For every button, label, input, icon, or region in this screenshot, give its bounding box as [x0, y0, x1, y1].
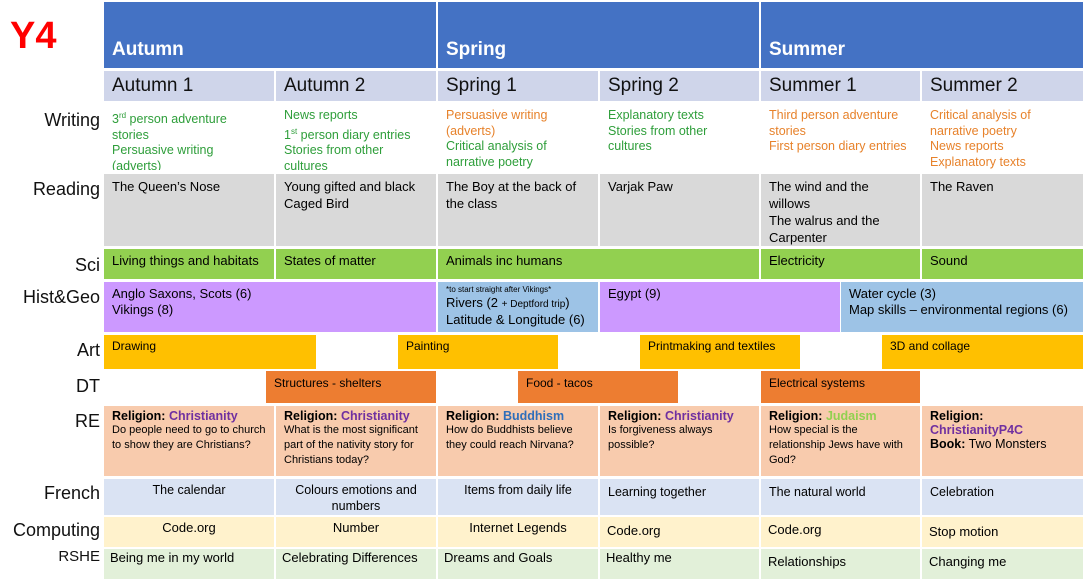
term-header-autumn-1: Autumn 1 — [104, 71, 274, 101]
re-summer-2: Religion: ChristianityP4C Book: Two Mons… — [922, 406, 1083, 476]
computing-spring-2: Code.org — [600, 517, 759, 547]
science-autumn-1: Living things and habitats — [104, 249, 274, 279]
dt-electrical: Electrical systems — [761, 371, 920, 403]
page-title: Y4 — [10, 15, 57, 57]
histgeo-autumn: Anglo Saxons, Scots (6) Vikings (8) — [104, 282, 436, 332]
rshe-spring-2: Healthy me — [600, 549, 759, 579]
term-header-spring-1: Spring 1 — [438, 71, 598, 101]
french-spring-2: Learning together — [600, 479, 759, 515]
computing-autumn-1: Code.org — [104, 517, 274, 547]
term-header-autumn-2: Autumn 2 — [276, 71, 436, 101]
computing-summer-2: Stop motion — [922, 517, 1083, 547]
row-label-rshe: RSHE — [58, 548, 100, 565]
histgeo-spring-2: Egypt (9) — [600, 282, 840, 332]
art-printmaking: Printmaking and textiles — [640, 335, 800, 369]
term-header-spring-2: Spring 2 — [600, 71, 759, 101]
writing-autumn-1: 3rd person adventure stories Persuasive … — [112, 111, 227, 170]
re-autumn-2: Religion: Christianity What is the most … — [276, 406, 436, 476]
re-spring-2: Religion: Christianity Is forgiveness al… — [600, 406, 759, 476]
french-spring-1: Items from daily life — [438, 479, 598, 515]
computing-summer-1: Code.org — [761, 517, 920, 547]
histgeo-spring-1: *to start straight after Vikings* Rivers… — [438, 282, 598, 332]
dt-structures: Structures - shelters — [266, 371, 436, 403]
writing-summer-1: Third person adventure stories First per… — [769, 108, 907, 153]
reading-spring-1: The Boy at the back of the class — [438, 174, 598, 246]
row-label-histgeo: Hist&Geo — [22, 287, 100, 307]
row-label-reading: Reading — [32, 179, 100, 199]
rshe-autumn-2: Celebrating Differences — [276, 549, 436, 579]
season-header-spring: Spring — [438, 2, 759, 68]
computing-spring-1: Internet Legends — [438, 517, 598, 547]
row-label-computing: Computing — [12, 520, 100, 540]
season-header-summer: Summer — [761, 2, 1083, 68]
row-label-sci: Sci — [74, 255, 100, 275]
computing-autumn-2: Number — [276, 517, 436, 547]
french-autumn-1: The calendar — [104, 479, 274, 515]
row-label-re: RE — [74, 411, 100, 431]
histgeo-summer: Water cycle (3) Map skills – environment… — [841, 282, 1083, 332]
writing-spring-1: Persuasive writing (adverts) Critical an… — [446, 108, 548, 169]
rshe-spring-1: Dreams and Goals — [438, 549, 598, 579]
french-autumn-2: Colours emotions and numbers — [276, 479, 436, 515]
writing-spring-2: Explanatory texts Stories from other cul… — [608, 108, 708, 153]
reading-spring-2: Varjak Paw — [600, 174, 759, 246]
row-label-art: Art — [76, 340, 100, 360]
re-spring-1: Religion: Buddhism How do Buddhists beli… — [438, 406, 598, 476]
science-summer-1: Electricity — [761, 249, 920, 279]
reading-autumn-1: The Queen’s Nose — [104, 174, 274, 246]
french-summer-1: The natural world — [761, 479, 920, 515]
writing-summer-2: Critical analysis of narrative poetry Ne… — [930, 108, 1031, 169]
re-autumn-1: Religion: Christianity Do people need to… — [104, 406, 274, 476]
rshe-summer-2: Changing me — [922, 549, 1083, 579]
art-painting: Painting — [398, 335, 558, 369]
writing-autumn-2: News reports 1st person diary entries St… — [284, 108, 411, 170]
row-label-french: French — [43, 483, 100, 503]
re-summer-1: Religion: Judaism How special is the rel… — [761, 406, 920, 476]
reading-summer-1: The wind and the willows The walrus and … — [761, 174, 920, 246]
term-header-summer-2: Summer 2 — [922, 71, 1083, 101]
dt-food: Food - tacos — [518, 371, 678, 403]
season-header-autumn: Autumn — [104, 2, 436, 68]
science-summer-2: Sound — [922, 249, 1083, 279]
art-drawing: Drawing — [104, 335, 316, 369]
row-label-dt: DT — [76, 376, 100, 396]
rshe-summer-1: Relationships — [761, 549, 920, 579]
term-header-summer-1: Summer 1 — [761, 71, 920, 101]
rshe-autumn-1: Being me in my world — [104, 549, 274, 579]
science-autumn-2: States of matter — [276, 249, 436, 279]
row-label-writing: Writing — [44, 110, 100, 130]
reading-summer-2: The Raven — [922, 174, 1083, 246]
art-collage: 3D and collage — [882, 335, 1083, 369]
french-summer-2: Celebration — [922, 479, 1083, 515]
science-spring: Animals inc humans — [438, 249, 759, 279]
reading-autumn-2: Young gifted and black Caged Bird — [276, 174, 436, 246]
